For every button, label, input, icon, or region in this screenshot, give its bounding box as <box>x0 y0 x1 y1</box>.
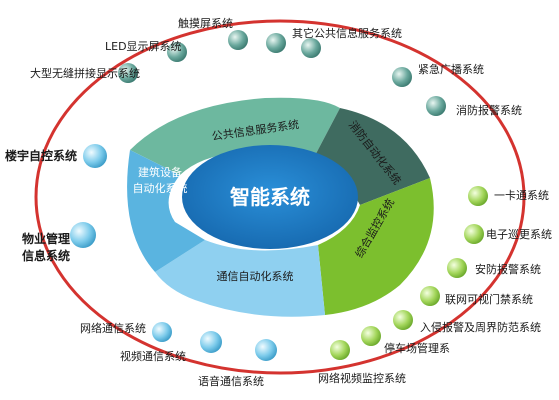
node-label-intrusion-perimeter: 入侵报警及周界防范系统 <box>420 321 541 334</box>
node-label-video-comm: 视频通信系统 <box>120 350 186 363</box>
node-ball-other-public-info <box>301 38 321 58</box>
node-ball-network-comm <box>152 322 172 342</box>
node-label-seamless-display: 大型无缝拼接显示系统 <box>30 67 140 80</box>
node-label-property-management: 物业管理 <box>22 232 71 246</box>
node-ball-top-mid <box>266 33 286 53</box>
node-ball-property-management <box>70 222 96 248</box>
node-ball-door-access <box>420 286 440 306</box>
node-label-voice-comm: 语音通信系统 <box>198 375 264 388</box>
node-label-fire-alarm: 消防报警系统 <box>456 104 522 117</box>
node-label-building-control: 楼宇自控系统 <box>5 149 78 163</box>
node-ball-fire-alarm <box>426 96 446 116</box>
segment-fire <box>310 108 430 205</box>
node-label-other-public-info: 其它公共信息服务系统 <box>292 27 402 40</box>
node-ball-one-card <box>468 186 488 206</box>
node-ball-seamless-display <box>118 63 138 83</box>
node-ball-building-control <box>83 144 107 168</box>
node-label-network-comm: 网络通信系统 <box>80 322 146 335</box>
node-ball-led-screen <box>167 42 187 62</box>
node-ball-voice-comm <box>255 339 277 361</box>
segment-monitor <box>318 178 434 315</box>
node-label-patrol: 电子巡更系统 <box>486 228 552 241</box>
node-ball-security-alarm <box>447 258 467 278</box>
node-ball-emergency-broadcast <box>392 67 412 87</box>
node-label-touchscreen: 触摸屏系统 <box>178 17 233 30</box>
node-balls <box>70 30 488 361</box>
outer-ring <box>34 19 526 375</box>
node-ball-intrusion-perimeter <box>393 310 413 330</box>
node-label-door-access: 联网可视门禁系统 <box>445 293 533 306</box>
node-ball-video-surveillance <box>330 340 350 360</box>
node-ball-touchscreen <box>228 30 248 50</box>
node-label-info-system: 信息系统 <box>22 249 71 263</box>
segment-building-label-2: 自动化系统 <box>133 181 188 195</box>
center-ellipse <box>182 145 358 249</box>
node-label-video-surveillance: 网络视频监控系统 <box>318 372 406 385</box>
segment-comm <box>155 240 325 317</box>
node-label-one-card: 一卡通系统 <box>494 189 549 202</box>
node-label-emergency-broadcast: 紧急广播系统 <box>418 63 484 76</box>
segment-building-label-1: 建筑设备 <box>138 165 182 179</box>
segment-comm-label: 通信自动化系统 <box>217 269 294 283</box>
node-ball-patrol <box>464 224 484 244</box>
segment-building <box>127 150 205 272</box>
node-label-security-alarm: 安防报警系统 <box>475 263 541 276</box>
node-label-parking: 停车场管理系 <box>384 342 450 355</box>
center-title: 智能系统 <box>230 185 310 209</box>
node-ball-parking <box>361 326 381 346</box>
node-ball-video-comm <box>200 331 222 353</box>
node-label-led-screen: LED显示屏系统 <box>105 40 182 53</box>
